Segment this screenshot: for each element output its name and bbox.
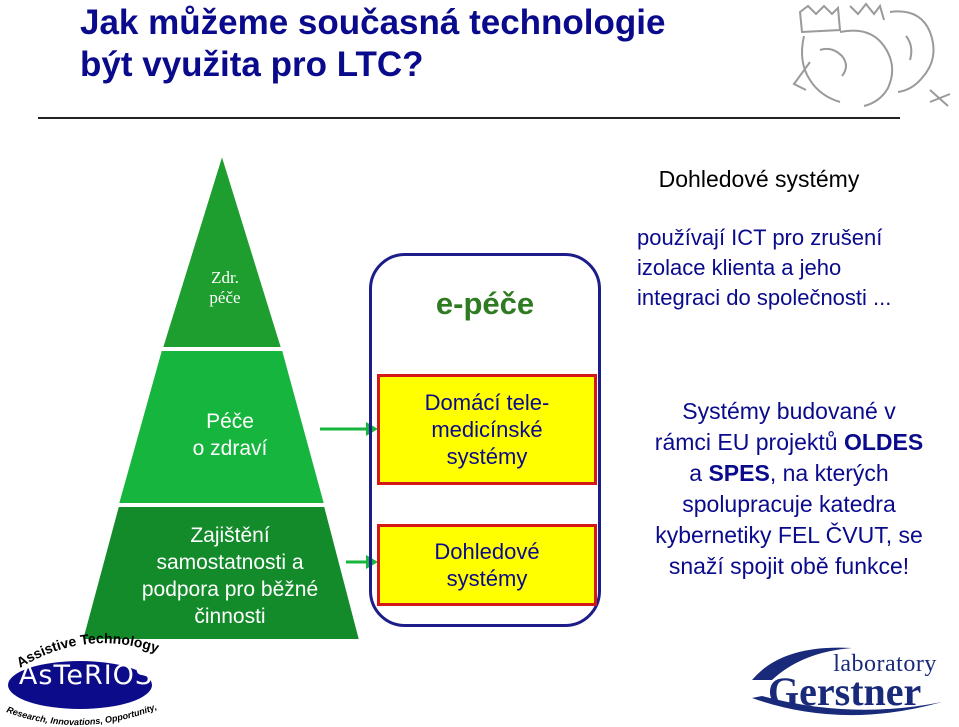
paragraph-line-3-suffix: , na kterých xyxy=(769,460,889,486)
paragraph-line-6: snaží spojit obě funkce! xyxy=(668,553,910,579)
paragraph-line-3: a SPES, na kterých xyxy=(620,458,958,489)
slide-title-line-2: být využita pro LTC? xyxy=(80,45,424,84)
pyramid-top-label: Zdr. péče xyxy=(180,268,270,308)
pyramid-middle-label-line-1: Péče xyxy=(206,410,254,433)
projects-paragraph: Systémy budované v rámci EU projektů OLD… xyxy=(620,396,958,582)
telemedicine-box-line-3: systémy xyxy=(446,444,528,469)
pyramid-top-segment xyxy=(160,150,284,349)
oldes-project-name: OLDES xyxy=(843,429,924,455)
monitoring-box-line-1: Dohledové xyxy=(434,539,540,564)
telemedicine-box-line-1: Domácí tele- xyxy=(424,390,550,415)
monitoring-systems-description: používají ICT pro zrušení izolace klient… xyxy=(637,223,957,313)
slide-title-line-1: Jak můžeme současná technologie xyxy=(80,3,666,42)
paragraph-line-5: kybernetiky FEL ČVUT, se xyxy=(655,522,923,548)
pyramid-middle-segment xyxy=(116,349,327,505)
pyramid-top-label-line-2: péče xyxy=(209,288,241,307)
monitoring-box-line-2: systémy xyxy=(446,566,528,591)
pyramid-bottom-label-line-4: činnosti xyxy=(194,605,266,628)
pyramid-middle-label: Péče o zdraví xyxy=(140,408,320,462)
description-line-1: používají ICT pro zrušení xyxy=(637,225,883,250)
description-line-2: izolace klienta a jeho xyxy=(637,255,842,280)
e-care-label: e-péče xyxy=(435,286,535,321)
pyramid-bottom-label-line-1: Zajištění xyxy=(190,524,270,547)
description-line-3: integraci do společnosti ... xyxy=(637,285,892,310)
paragraph-line-1: Systémy budované v xyxy=(682,398,896,424)
pyramid-bottom-label-line-2: samostatnosti a xyxy=(156,551,304,574)
slide-title: Jak můžeme současná technologie být využ… xyxy=(80,2,665,86)
paragraph-line-2-text: rámci EU projektů xyxy=(654,429,844,455)
paragraph-line-3-prefix: a xyxy=(689,460,709,486)
title-divider xyxy=(38,117,900,119)
asterios-logo-name: AsTeRIOS xyxy=(18,660,154,691)
monitoring-systems-heading: Dohledové systémy xyxy=(658,166,860,192)
czech-lion-crest-icon xyxy=(792,2,951,107)
telemedicine-box: Domácí tele- medicínské systémy xyxy=(377,374,597,485)
pyramid-middle-label-line-2: o zdraví xyxy=(192,437,268,460)
telemedicine-box-line-2: medicínské xyxy=(431,417,543,442)
asterios-logo: Assistive Technology Research, Innovatio… xyxy=(0,628,161,727)
paragraph-line-2: rámci EU projektů OLDES xyxy=(620,427,958,458)
monitoring-box: Dohledové systémy xyxy=(377,524,597,606)
pyramid-bottom-segment xyxy=(80,505,362,641)
gerstner-logo-name: Gerstner xyxy=(768,669,922,714)
gerstner-logo xyxy=(752,647,942,716)
e-care-frame xyxy=(369,253,601,627)
pyramid-bottom-label: Zajištění samostatnosti a podpora pro bě… xyxy=(115,522,345,630)
spes-project-name: SPES xyxy=(708,460,770,486)
paragraph-line-4: spolupracuje katedra xyxy=(682,491,896,517)
pyramid-top-label-line-1: Zdr. xyxy=(211,268,239,287)
pyramid-bottom-label-line-3: podpora pro běžné xyxy=(141,578,319,601)
gerstner-logo-small-text: laboratory xyxy=(833,651,937,677)
